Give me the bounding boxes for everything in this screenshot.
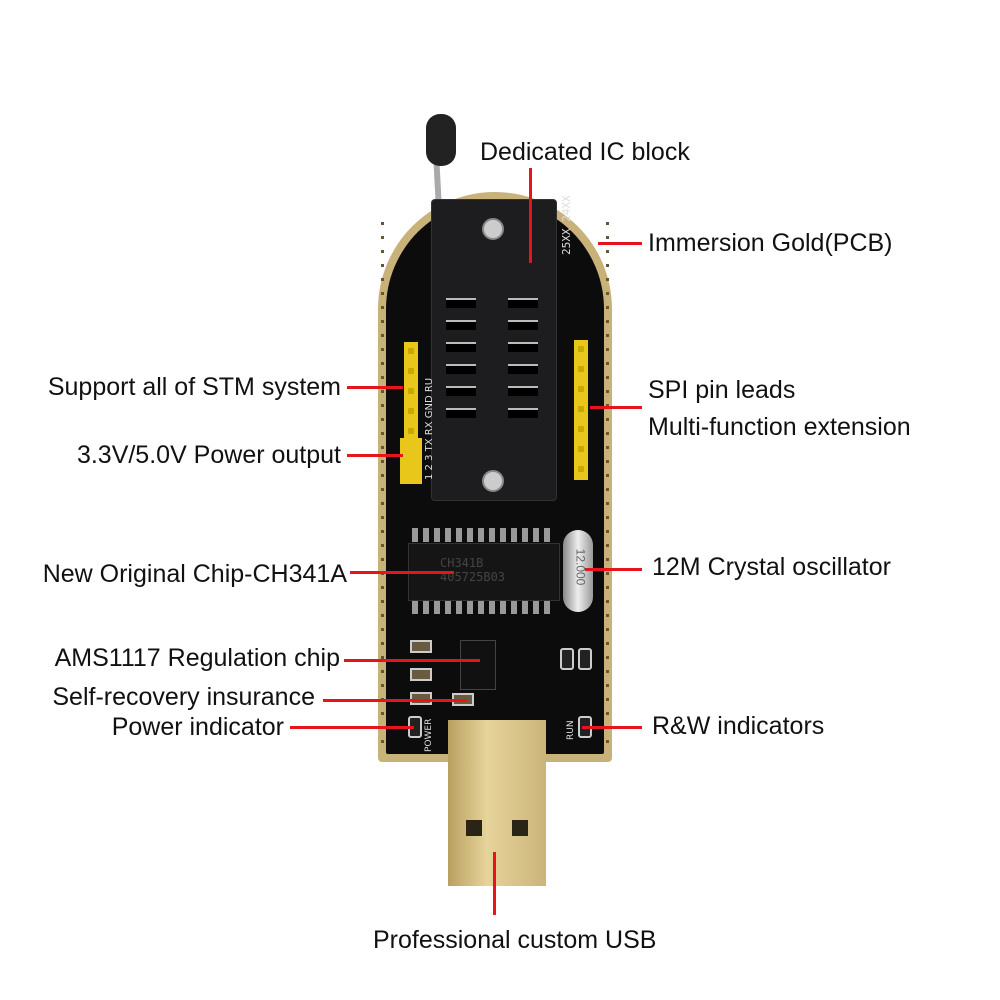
label-multi-function: Multi-function extension	[648, 413, 911, 441]
socket-silkscreen: 25XX 24XX	[560, 195, 573, 255]
label-regulator: AMS1117 Regulation chip	[54, 644, 340, 672]
pointer-line	[585, 568, 642, 571]
power-silk: POWER	[424, 718, 434, 752]
label-power-indicator: Power indicator	[111, 713, 284, 741]
pointer-line	[582, 726, 642, 729]
capacitor-c5	[578, 648, 592, 670]
label-usb: Professional custom USB	[373, 926, 657, 954]
spi-pin-header	[574, 340, 588, 480]
label-rw-indicators: R&W indicators	[652, 712, 825, 740]
zif-socket	[432, 200, 556, 500]
screw-icon	[482, 218, 504, 240]
pointer-line	[344, 659, 480, 662]
label-power-output: 3.3V/5.0V Power output	[76, 441, 341, 469]
pointer-line	[347, 454, 403, 457]
lever-knob	[426, 114, 456, 166]
power-jumper	[400, 438, 422, 484]
pointer-line	[598, 242, 642, 245]
run-silk: RUN	[566, 720, 576, 740]
crystal-marking: 12.000	[573, 548, 588, 586]
screw-icon	[482, 470, 504, 492]
via-dots-right	[606, 222, 609, 752]
ams1117-regulator	[460, 640, 496, 690]
capacitor-c4	[560, 648, 574, 670]
ch341-chip	[408, 543, 560, 601]
pointer-line	[347, 386, 403, 389]
pointer-line	[323, 699, 467, 702]
chip-pins-bottom	[412, 600, 554, 614]
pointer-line	[529, 168, 532, 263]
via-dots-left	[381, 222, 384, 752]
pointer-line	[350, 571, 454, 574]
label-fuse: Self-recovery insurance	[52, 683, 315, 711]
pointer-line	[493, 852, 496, 915]
stm-pin-header	[404, 342, 418, 442]
label-crystal: 12M Crystal oscillator	[652, 553, 891, 581]
smd-resistor	[410, 640, 432, 653]
chip-pins-top	[412, 528, 554, 542]
label-spi-leads: SPI pin leads	[648, 376, 796, 404]
header-pin-labels: 1 2 3 TX RX GND RU	[424, 377, 435, 480]
smd-resistor	[410, 668, 432, 681]
chip-code: 405725B03	[440, 570, 506, 584]
usb-connector	[448, 720, 546, 886]
chip-model: CH341B	[440, 556, 484, 570]
crystal-oscillator	[563, 530, 593, 612]
label-main-chip: New Original Chip-CH341A	[42, 560, 347, 588]
pointer-line	[590, 406, 642, 409]
label-immersion-gold: Immersion Gold(PCB)	[648, 229, 893, 257]
pointer-line	[290, 726, 414, 729]
label-stm-support: Support all of STM system	[47, 373, 341, 401]
label-ic-block: Dedicated IC block	[480, 138, 690, 166]
